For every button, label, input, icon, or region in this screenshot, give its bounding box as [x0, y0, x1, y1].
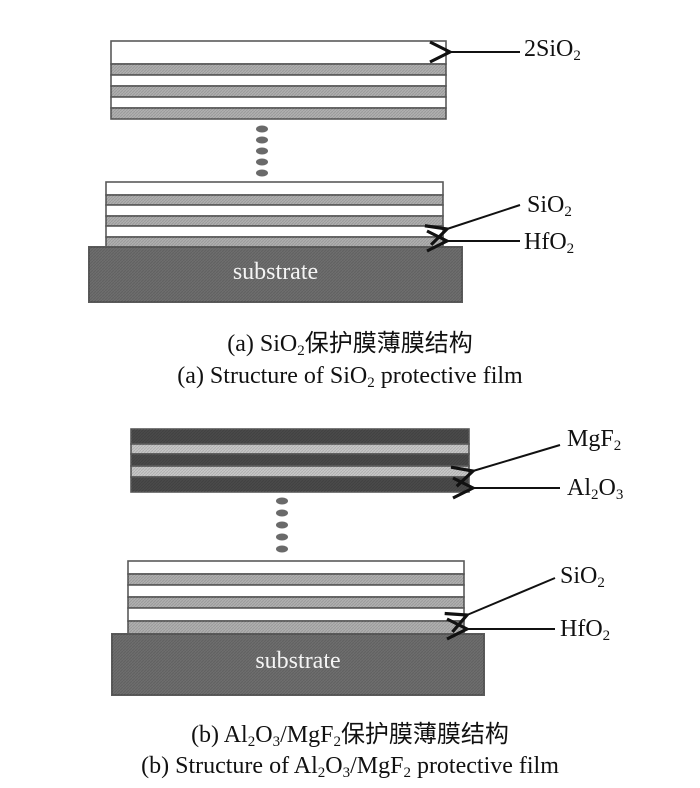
panel-a-bottom-stack — [105, 181, 444, 248]
panel-a-substrate-texture — [89, 247, 462, 302]
panel-a-caption-en: (a) Structure of SiO2 protective film — [0, 363, 700, 391]
panel-a-label-sio2: SiO2 — [527, 192, 572, 220]
label-subscript: 2 — [591, 487, 599, 503]
panel-a-bottom-layer-texture — [106, 195, 443, 205]
caption-subscript: 2 — [403, 765, 411, 781]
panel-b-arrow-mgf2 — [473, 444, 561, 471]
panel-b-bottom-layer-texture — [128, 597, 464, 608]
panel-a-bottom-layer-texture — [106, 237, 443, 247]
panel-a-top-layer-sio2 — [110, 74, 447, 87]
caption-subscript: 2 — [333, 734, 341, 750]
panel-b-substrate-texture — [112, 634, 484, 695]
label-text: SiO — [527, 192, 565, 218]
label-text: MgF — [567, 426, 614, 452]
caption-text: /MgF — [280, 722, 334, 748]
caption-subscript: 3 — [342, 765, 351, 781]
panel-b-caption-en: (b) Structure of Al2O3/MgF2 protective f… — [0, 753, 700, 781]
caption-text: protective film — [374, 363, 523, 389]
panel-a-label-2sio2: 2SiO2 — [524, 36, 581, 64]
panel-a-continuation-dot — [256, 158, 268, 166]
panel-a-top-layer-sio2 — [110, 40, 447, 65]
panel-a-continuation-dot — [256, 125, 268, 133]
panel-b-label-mgf2: MgF2 — [567, 426, 622, 454]
panel-b-continuation-dot — [276, 497, 288, 505]
caption-text: (b) Structure of Al — [141, 753, 318, 779]
panel-b-top-layer-texture — [131, 444, 469, 454]
panel-b-label-sio2: SiO2 — [560, 563, 605, 591]
panel-b-top-layer-texture — [131, 466, 469, 477]
panel-b-bottom-layer-sio2 — [127, 584, 465, 598]
panel-a-arrow-sio2 — [447, 204, 521, 229]
caption-text: (a) SiO — [227, 331, 298, 357]
panel-b-bottom-layer-texture — [128, 574, 464, 585]
panel-b-continuation-dot — [276, 545, 288, 553]
panel-a-continuation-dot — [256, 147, 268, 155]
label-subscript: 2 — [602, 628, 611, 644]
panel-a-caption-cn: (a) SiO2保护膜薄膜结构 — [0, 323, 700, 359]
panel-b-dots — [276, 497, 288, 553]
panel-a-label-hfo2: HfO2 — [524, 229, 575, 257]
caption-text: (a) Structure of SiO — [177, 363, 368, 389]
caption-text: O — [255, 722, 273, 748]
panel-b-bottom-stack — [127, 560, 465, 635]
panel-b-bottom-layer-sio2 — [127, 560, 465, 575]
panel-a-top-stack — [110, 40, 447, 120]
panel-a-bottom-layer-sio2 — [105, 181, 444, 196]
label-subscript: 2 — [564, 204, 572, 220]
label-text: SiO — [560, 563, 598, 589]
caption-text: /MgF — [350, 753, 404, 779]
panel-b-label-hfo2: HfO2 — [560, 616, 611, 644]
panel-b-top-stack — [130, 428, 470, 493]
panel-b-top-layer-texture — [131, 429, 469, 444]
label-subscript: 2 — [566, 241, 575, 257]
label-text: HfO — [524, 229, 567, 255]
label-subscript: 2 — [597, 575, 605, 591]
caption-text: 保护膜薄膜结构 — [304, 331, 473, 357]
panel-a-bottom-layer-sio2 — [105, 225, 444, 238]
panel-b-top-layer-texture — [131, 454, 469, 466]
panel-b-label-al2o3: Al2O3 — [567, 475, 624, 503]
caption-text: (b) Al — [191, 722, 248, 748]
label-text: Al — [567, 475, 591, 501]
panel-b-continuation-dot — [276, 509, 288, 517]
caption-subscript: 3 — [272, 734, 281, 750]
panel-a-continuation-dot — [256, 169, 268, 177]
panel-b-continuation-dot — [276, 521, 288, 529]
panel-a-continuation-dot — [256, 136, 268, 144]
caption-text: protective film — [410, 753, 559, 779]
caption-subscript: 2 — [297, 343, 305, 359]
panel-b-substrate-label: substrate — [255, 648, 341, 674]
panel-a-top-layer-texture — [111, 64, 446, 75]
panel-b-continuation-dot — [276, 533, 288, 541]
label-text: HfO — [560, 616, 603, 642]
panel-b-bottom-layer-sio2 — [127, 607, 465, 622]
caption-subscript: 2 — [247, 734, 256, 750]
panel-a-top-layer-texture — [111, 86, 446, 97]
panel-b-top-layer-texture — [131, 477, 469, 492]
caption-text: 保护膜薄膜结构 — [340, 722, 509, 748]
caption-text: O — [325, 753, 343, 779]
panel-b-arrow-sio2 — [467, 577, 556, 615]
label-text: 2SiO — [524, 36, 574, 62]
panel-a-top-layer-texture — [111, 108, 446, 119]
label-subscript: 3 — [615, 487, 624, 503]
panel-b-bottom-layer-texture — [128, 621, 464, 634]
panel-a-dots — [256, 125, 268, 177]
caption-subscript: 2 — [367, 375, 375, 391]
caption-subscript: 2 — [317, 765, 326, 781]
panel-a-substrate-label: substrate — [232, 259, 319, 285]
panel-a-top-layer-sio2 — [110, 96, 447, 109]
panel-a-bottom-layer-sio2 — [105, 204, 444, 217]
label-subscript: 2 — [613, 438, 622, 454]
label-subscript: 2 — [573, 48, 581, 64]
panel-b-caption-cn: (b) Al2O3/MgF2保护膜薄膜结构 — [0, 714, 700, 750]
label-text: O — [598, 475, 616, 501]
panel-a-bottom-layer-texture — [106, 216, 443, 226]
